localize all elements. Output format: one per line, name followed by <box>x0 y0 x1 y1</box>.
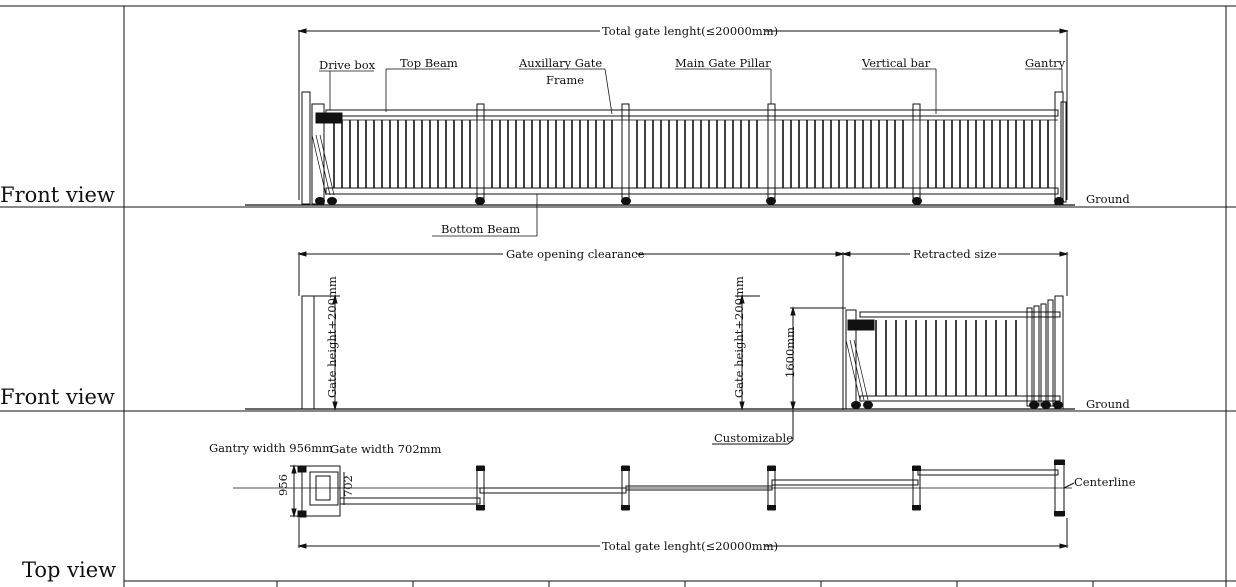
front-view-1-leaders <box>319 68 1063 237</box>
opening-clearance-label: Gate opening clearance <box>506 247 645 261</box>
front-view-title-1: Front view <box>0 183 115 207</box>
front-view-1-dimensions <box>297 28 1069 200</box>
ground-label-2: Ground <box>1086 397 1130 411</box>
customizable-label: Customizable <box>714 431 793 445</box>
bottom-beam-label: Bottom Beam <box>441 222 520 236</box>
gate-height-label-right: Gate height+200mm <box>732 276 746 398</box>
ground-label-1: Ground <box>1086 192 1130 206</box>
aux-frame-label-1: Auxillary Gate <box>518 56 602 70</box>
front-view-1-gate <box>245 91 1075 206</box>
retracted-drive-box <box>847 319 875 331</box>
top-view-plan <box>233 459 1075 549</box>
gantry-label: Gantry <box>1025 56 1066 70</box>
retracted-gate <box>845 295 1064 410</box>
centerline-label: Centerline <box>1074 475 1136 489</box>
drive-box-label: Drive box <box>319 58 376 72</box>
total-length-label-bottom: Total gate lenght(≤20000mm) <box>602 539 778 553</box>
front-view-title-2: Front view <box>0 385 115 409</box>
height-1600-label: 1600mm <box>783 327 797 378</box>
top-beam-label: Top Beam <box>400 56 458 70</box>
retracted-size-label: Retracted size <box>913 247 997 261</box>
main-pillar-label: Main Gate Pillar <box>675 56 771 70</box>
total-length-label-top: Total gate lenght(≤20000mm) <box>602 24 778 38</box>
gate-width-label: Gate width 702mm <box>330 442 442 456</box>
aux-frame-label-2: Frame <box>546 73 584 87</box>
drive-box <box>315 112 343 124</box>
dim-702-label: 702 <box>341 475 355 497</box>
dim-956-label: 956 <box>276 474 290 496</box>
front-view-2-dimensions <box>245 251 1075 445</box>
top-view-title: Top view <box>22 558 116 582</box>
vertical-bar-label: Vertical bar <box>861 56 931 70</box>
sheet-frame <box>0 5 1236 587</box>
gate-height-label-left: Gate height+200mm <box>325 276 339 398</box>
gantry-width-label: Gantry width 956mm <box>209 441 333 455</box>
front-view-1-callouts: Drive box Top Beam Auxillary Gate Frame … <box>319 56 1130 236</box>
